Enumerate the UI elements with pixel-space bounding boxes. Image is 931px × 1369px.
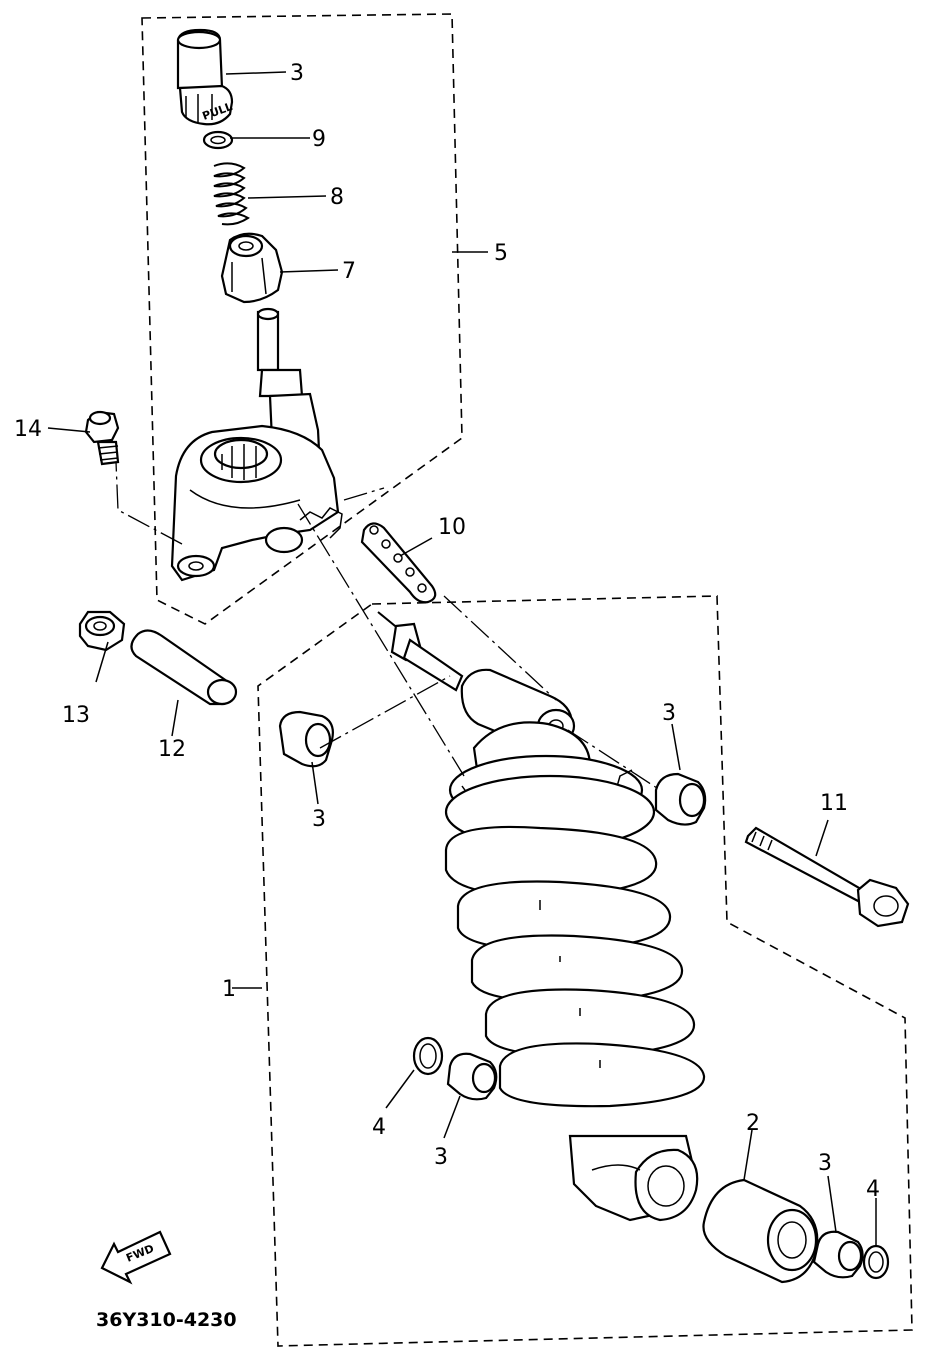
part-14-bolt <box>84 410 120 466</box>
part-4-oring-left <box>412 1036 444 1076</box>
part-13-nut <box>78 610 126 652</box>
callout-10: 10 <box>438 515 466 540</box>
part-7-adjuster-nut <box>220 232 284 304</box>
callout-14: 14 <box>14 417 42 442</box>
callout-3-lower-right: 3 <box>818 1151 832 1176</box>
group-1-boundary <box>257 595 913 1347</box>
callout-3-upper-right: 3 <box>662 701 676 726</box>
callout-8: 8 <box>330 185 344 210</box>
callout-4-right: 4 <box>866 1177 880 1202</box>
callout-3-lower-left: 3 <box>434 1145 448 1170</box>
callout-5: 5 <box>494 241 508 266</box>
drawing-code: 36Y310-4230 <box>96 1309 237 1331</box>
part-3-collar-upper-right <box>654 772 707 826</box>
part-3-collar-upper-left <box>278 710 334 768</box>
part-11-bolt <box>744 826 910 928</box>
shock-coil-spring <box>444 825 706 1108</box>
part-3-collar-lower-left <box>446 1052 498 1101</box>
assembly-center-lines <box>115 461 661 791</box>
part-10-chain <box>360 522 437 604</box>
part-9-oring <box>202 130 234 150</box>
shock-damper-body <box>568 1134 699 1222</box>
callout-6: 3 <box>290 61 304 86</box>
group-5-boundary <box>141 13 463 625</box>
callout-12: 12 <box>158 737 186 762</box>
callout-13: 13 <box>62 703 90 728</box>
callout-1: 1 <box>222 977 236 1002</box>
leader-lines <box>47 71 877 1246</box>
part-12-collar <box>130 629 238 706</box>
part-6-knob: PULL <box>176 28 234 126</box>
callout-4-left: 4 <box>372 1115 386 1140</box>
callout-2: 2 <box>746 1111 760 1136</box>
callout-3-upper-left: 3 <box>312 807 326 832</box>
part-5-adjuster-housing <box>170 424 343 582</box>
part-8-spring <box>213 162 250 226</box>
callout-labels: 3 9 8 7 5 14 10 13 12 3 3 11 1 4 3 2 3 4 <box>14 61 880 1202</box>
part-4-oring-right <box>862 1244 890 1280</box>
part-2-bushing <box>702 1178 819 1284</box>
fwd-arrow-icon: FWD <box>100 1230 172 1285</box>
callout-11: 11 <box>820 791 848 816</box>
part-3-collar-lower-right <box>812 1230 864 1279</box>
callout-7: 7 <box>342 259 356 284</box>
callout-9: 9 <box>312 127 326 152</box>
